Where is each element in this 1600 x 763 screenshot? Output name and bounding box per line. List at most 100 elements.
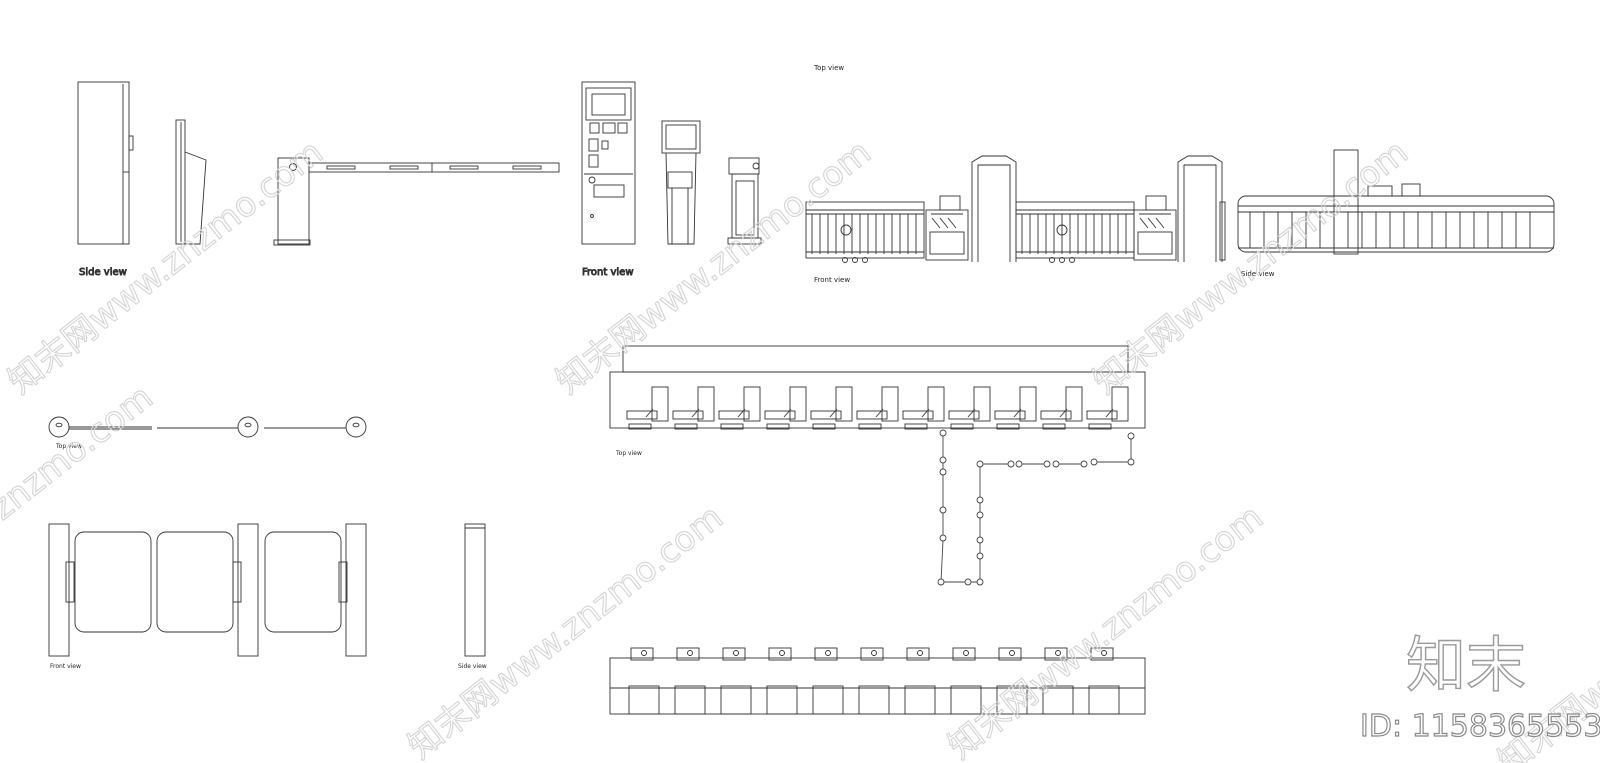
counter-partition	[881, 386, 899, 422]
counter-partition	[651, 386, 669, 422]
counter-sign	[630, 647, 654, 661]
counter-front-view	[609, 647, 1146, 715]
counter-cabinet	[766, 685, 798, 715]
gate-side-view-label: Side view	[79, 267, 127, 278]
counter-partition	[743, 386, 761, 422]
counter-desk	[1086, 410, 1118, 420]
queue-path	[937, 429, 1135, 586]
security-check-front-view	[805, 155, 1226, 263]
counter-desk	[856, 410, 888, 420]
counter-top-view-label: Top view	[615, 450, 642, 457]
counter-sign	[814, 647, 838, 661]
counter-cabinet	[1042, 685, 1074, 715]
counter-monitor	[921, 408, 930, 418]
counter-sign-icon	[1009, 650, 1015, 656]
counter-partition	[927, 386, 945, 422]
counter-cabinet	[996, 685, 1028, 715]
security-check-side-view	[1237, 149, 1555, 255]
counter-chair	[674, 423, 698, 430]
counter-sign-icon	[779, 650, 785, 656]
counter-sign-icon	[963, 650, 969, 656]
ticket-kiosk	[581, 81, 636, 245]
counter-sign-icon	[733, 650, 739, 656]
counter-sign	[1090, 647, 1114, 661]
counter-cabinet	[858, 685, 890, 715]
counter-desk	[626, 410, 658, 420]
counter-monitor	[691, 408, 700, 418]
counter-sign-icon	[871, 650, 877, 656]
counter-desk	[718, 410, 750, 420]
counter-desk	[994, 410, 1026, 420]
counter-chair	[950, 423, 974, 430]
counter-chair	[1042, 423, 1066, 430]
counter-partition	[1065, 386, 1083, 422]
counter-sign	[722, 647, 746, 661]
counter-cabinet	[628, 685, 660, 715]
counter-desk	[1040, 410, 1072, 420]
counter-partition	[835, 386, 853, 422]
counter-sign-icon	[1101, 650, 1107, 656]
counter-desk	[948, 410, 980, 420]
counter-sign-icon	[825, 650, 831, 656]
swing-side-view-label: Side view	[458, 663, 487, 670]
counter-cabinet	[1088, 685, 1120, 715]
counter-chair	[996, 423, 1020, 430]
counter-monitor	[875, 408, 884, 418]
counter-desk	[810, 410, 842, 420]
swing-gate-side-view	[464, 523, 486, 657]
counter-sign-icon	[687, 650, 693, 656]
counter-monitor	[967, 408, 976, 418]
counter-desk	[764, 410, 796, 420]
counter-partition	[1111, 386, 1129, 422]
counter-chair	[1088, 423, 1112, 430]
counter-chair	[628, 423, 652, 430]
counter-monitor	[645, 408, 654, 418]
counter-monitor	[1105, 408, 1114, 418]
counter-partition	[789, 386, 807, 422]
info-kiosk	[661, 120, 701, 245]
counter-chair	[858, 423, 882, 430]
counter-cabinet	[950, 685, 982, 715]
watermark-text: 知末网www.znzmo.com	[1086, 132, 1416, 402]
counter-sign	[998, 647, 1022, 661]
counter-sign	[768, 647, 792, 661]
counter-cabinet	[720, 685, 752, 715]
watermark-text: 知末网www.znzmo.com	[941, 497, 1271, 763]
counter-desk	[902, 410, 934, 420]
counter-monitor	[783, 408, 792, 418]
counter-chair	[904, 423, 928, 430]
counter-top-view	[609, 345, 1146, 430]
security-side-view-label: Side view	[1241, 270, 1275, 278]
counter-sign-icon	[1055, 650, 1061, 656]
counter-cabinet	[674, 685, 706, 715]
watermark-text: 知末网www.znzmo.com	[0, 377, 161, 647]
gate-cabinet-side-view	[77, 81, 207, 245]
counter-sign	[906, 647, 930, 661]
boom-barrier	[273, 157, 560, 246]
swing-gates-front-view	[48, 523, 367, 657]
counter-sign	[1044, 647, 1068, 661]
barrier-top-view	[48, 416, 367, 438]
counter-monitor	[737, 408, 746, 418]
counter-sign-icon	[917, 650, 923, 656]
watermark-pattern: 知末网www.znzmo.com 知末网www.znzmo.com 知末网www…	[0, 132, 1600, 763]
counter-monitor	[829, 408, 838, 418]
counter-cabinet	[812, 685, 844, 715]
counter-desk	[672, 410, 704, 420]
counter-chair	[766, 423, 790, 430]
counter-chair	[812, 423, 836, 430]
watermark-text: 知末网www.znzmo.com	[401, 497, 731, 763]
counter-partition	[1019, 386, 1037, 422]
counter-monitor	[1059, 408, 1068, 418]
watermark-id: ID: 1158365553	[1360, 709, 1600, 744]
counter-chair	[720, 423, 744, 430]
counter-sign	[952, 647, 976, 661]
security-top-view-label: Top view	[813, 64, 844, 72]
small-ticket-kiosk	[727, 157, 762, 245]
swing-front-view-label: Front view	[50, 663, 81, 670]
kiosk-front-view-label: Front view	[582, 267, 634, 278]
counter-monitor	[1013, 408, 1022, 418]
counter-sign-icon	[641, 650, 647, 656]
barrier-top-view-label: Top view	[55, 443, 82, 450]
